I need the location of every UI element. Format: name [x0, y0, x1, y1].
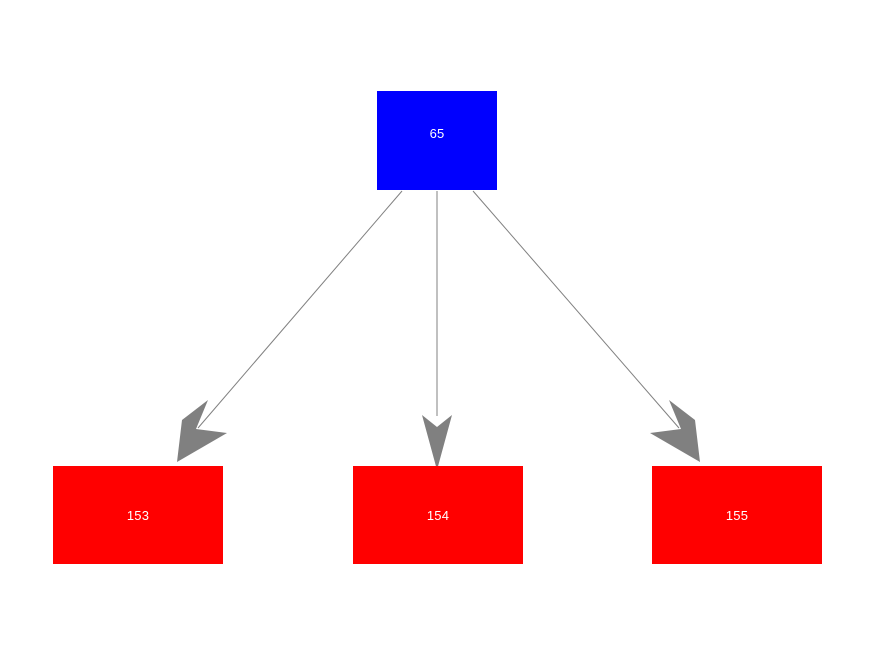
edge-65-to-153 [177, 190, 403, 462]
node-root-65[interactable]: 65 [377, 91, 497, 190]
arrowhead-65-154 [422, 415, 452, 470]
node-label-leaf-0: 153 [126, 507, 150, 523]
node-label-leaf-1: 154 [426, 507, 450, 523]
edge-65-to-155 [472, 190, 700, 462]
node-leaf-154[interactable]: 154 [353, 466, 523, 564]
arrowhead-65-153 [177, 400, 227, 462]
edge-65-to-154 [422, 191, 452, 470]
node-label-root: 65 [429, 126, 445, 141]
arrowhead-65-155 [650, 400, 700, 462]
node-leaf-155[interactable]: 155 [652, 466, 822, 564]
edge-line-65-153 [197, 190, 403, 429]
node-label-leaf-2: 155 [725, 507, 749, 523]
edge-line-65-155 [472, 190, 680, 429]
node-leaf-153[interactable]: 153 [53, 466, 223, 564]
